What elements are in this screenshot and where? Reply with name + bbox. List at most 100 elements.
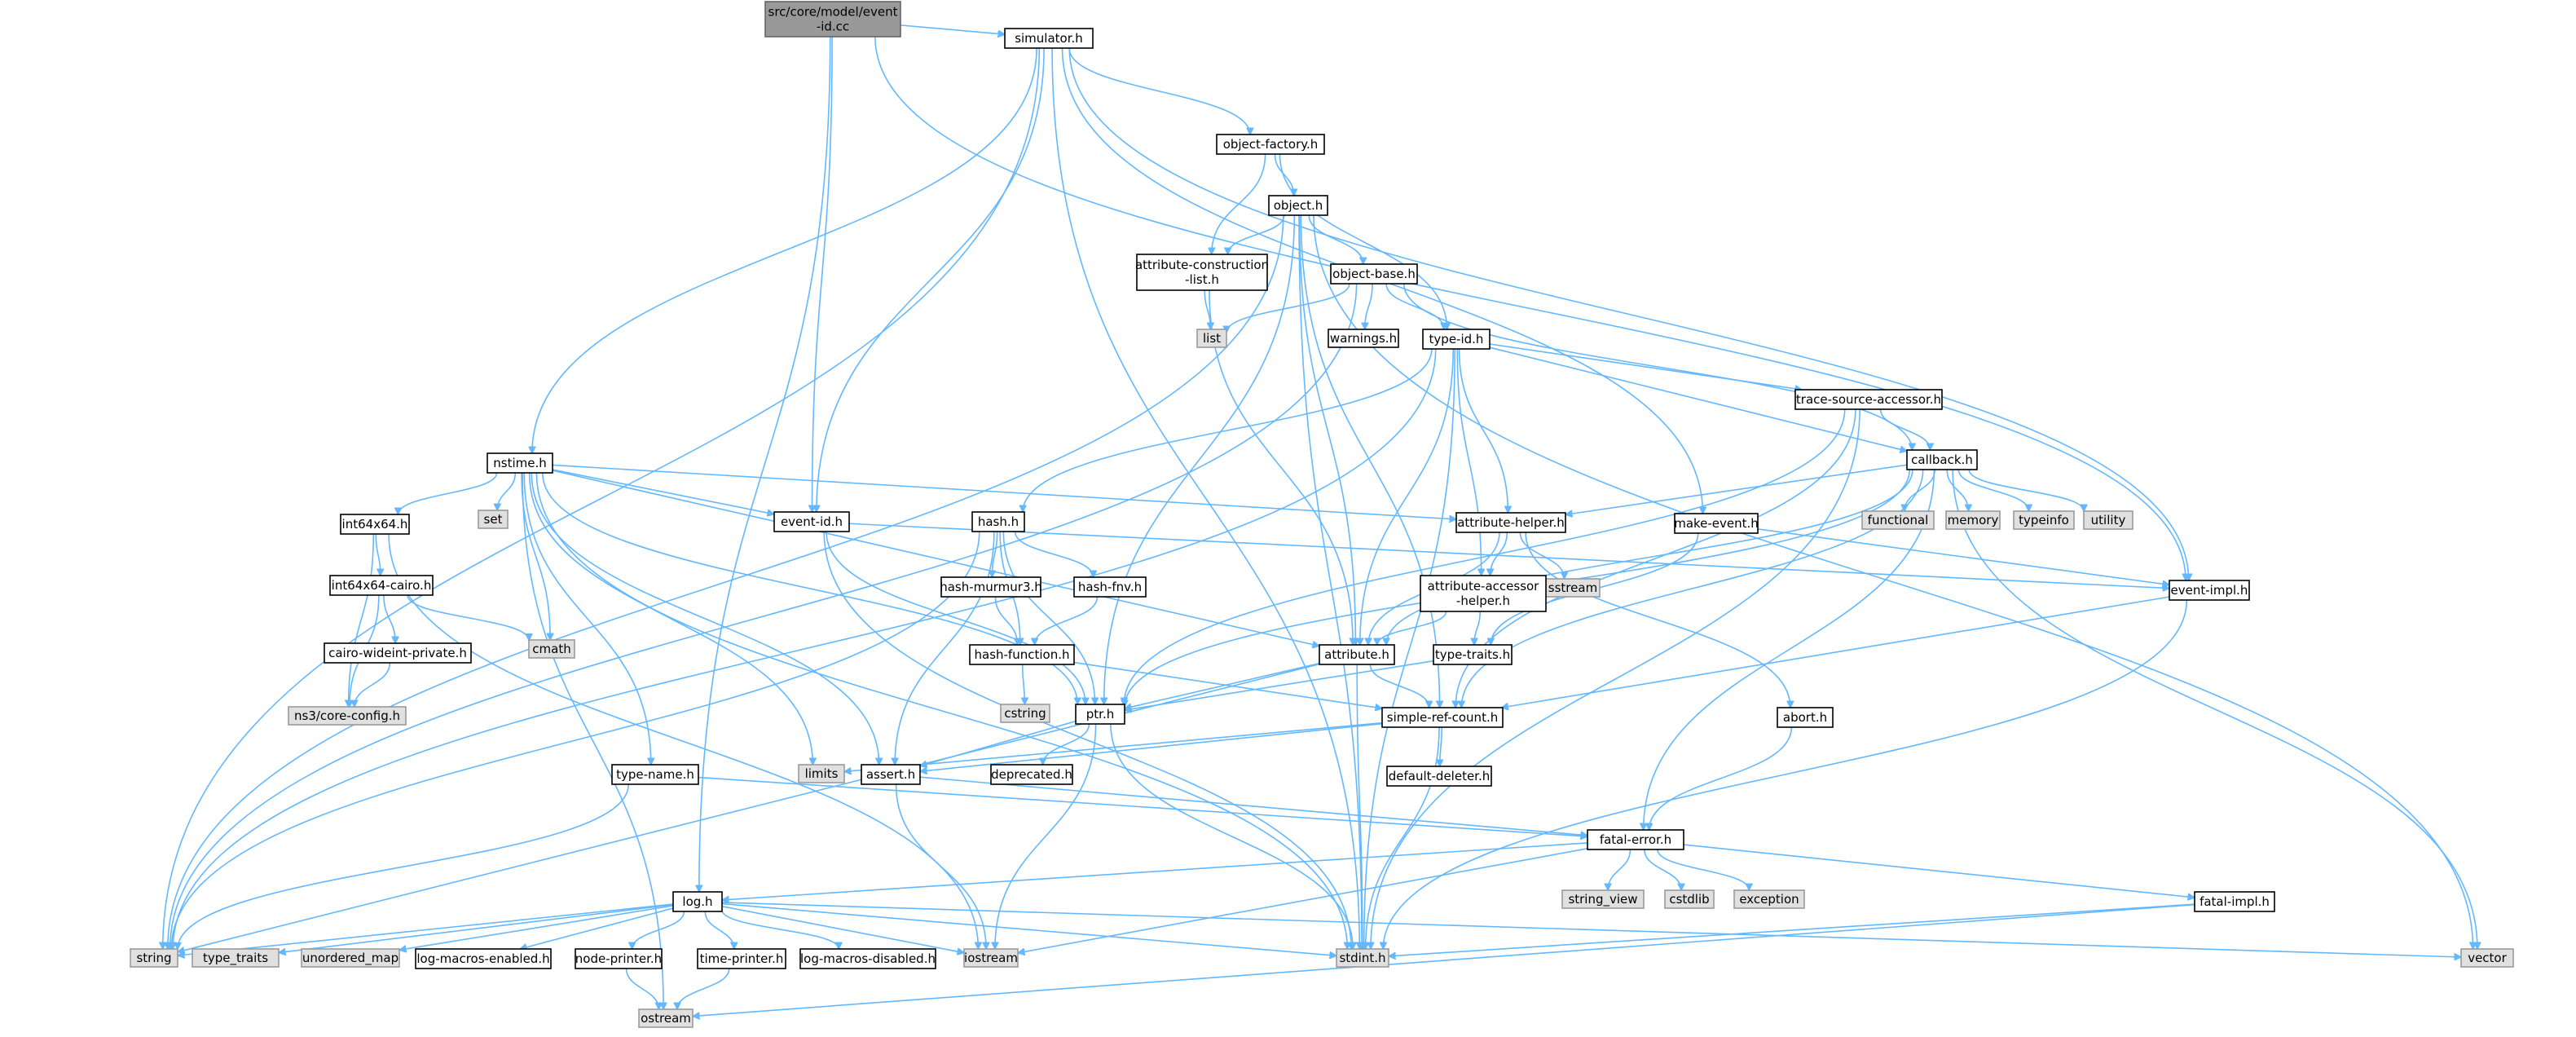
node-box[interactable] bbox=[2460, 948, 2514, 968]
node-type-traits-h[interactable]: type-traits.h bbox=[1433, 644, 1513, 665]
node-box[interactable] bbox=[1674, 513, 1759, 534]
node-iostream[interactable]: iostream bbox=[963, 948, 1019, 968]
node-box[interactable] bbox=[478, 510, 509, 529]
node-box[interactable] bbox=[1386, 766, 1492, 787]
node-object-base[interactable]: object-base.h bbox=[1330, 263, 1418, 285]
node-box[interactable] bbox=[1777, 707, 1834, 728]
node-box[interactable] bbox=[487, 452, 553, 474]
node-ns3-core-config[interactable]: ns3/core-config.h bbox=[288, 706, 407, 726]
node-box[interactable] bbox=[799, 948, 936, 969]
node-attribute[interactable]: attribute.h bbox=[1319, 644, 1395, 665]
node-box[interactable] bbox=[971, 511, 1025, 532]
node-box[interactable] bbox=[1328, 329, 1399, 348]
node-box[interactable] bbox=[1587, 829, 1684, 850]
node-sstream[interactable]: sstream bbox=[1545, 578, 1601, 598]
node-list[interactable]: list bbox=[1196, 329, 1227, 348]
node-box[interactable] bbox=[1906, 449, 1978, 470]
node-deprecated[interactable]: deprecated.h bbox=[990, 764, 1073, 785]
node-box[interactable] bbox=[1794, 389, 1943, 410]
node-hash-function[interactable]: hash-function.h bbox=[969, 644, 1075, 665]
node-box[interactable] bbox=[1336, 948, 1389, 968]
node-box[interactable] bbox=[2169, 580, 2250, 601]
node-box[interactable] bbox=[1561, 889, 1645, 909]
node-box[interactable] bbox=[672, 891, 723, 912]
node-box[interactable] bbox=[1000, 704, 1050, 723]
node-default-deleter[interactable]: default-deleter.h bbox=[1386, 766, 1492, 787]
node-box[interactable] bbox=[2083, 510, 2133, 530]
node-box[interactable] bbox=[329, 575, 434, 596]
node-box[interactable] bbox=[288, 706, 407, 726]
node-simulator[interactable]: simulator.h bbox=[1004, 28, 1094, 49]
node-box[interactable] bbox=[1420, 575, 1547, 612]
node-box[interactable] bbox=[324, 642, 472, 664]
node-event-impl[interactable]: event-impl.h bbox=[2169, 580, 2250, 601]
node-attr-accessor[interactable]: attribute-accessor-helper.h bbox=[1420, 575, 1547, 612]
node-box[interactable] bbox=[1073, 576, 1147, 598]
node-ptr[interactable]: ptr.h bbox=[1075, 704, 1125, 725]
node-stdint[interactable]: stdint.h bbox=[1336, 948, 1389, 968]
node-memory[interactable]: memory bbox=[1945, 510, 2001, 530]
node-hash-fnv[interactable]: hash-fnv.h bbox=[1073, 576, 1147, 598]
node-log-macros-disabled[interactable]: log-macros-disabled.h bbox=[799, 948, 936, 969]
node-string[interactable]: string bbox=[130, 948, 178, 968]
node-string-view[interactable]: string_view bbox=[1561, 889, 1645, 909]
node-functional[interactable]: functional bbox=[1861, 510, 1935, 530]
node-box[interactable] bbox=[1433, 644, 1513, 665]
node-utility[interactable]: utility bbox=[2083, 510, 2133, 530]
node-box[interactable] bbox=[990, 764, 1073, 785]
node-log[interactable]: log.h bbox=[672, 891, 723, 912]
node-box[interactable] bbox=[1422, 329, 1491, 350]
node-cairo-wideint[interactable]: cairo-wideint-private.h bbox=[324, 642, 472, 664]
node-callback[interactable]: callback.h bbox=[1906, 449, 1978, 470]
node-int64x64-cairo[interactable]: int64x64-cairo.h bbox=[329, 575, 434, 596]
node-box[interactable] bbox=[1455, 512, 1566, 533]
node-box[interactable] bbox=[1216, 134, 1325, 155]
node-box[interactable] bbox=[1861, 510, 1935, 530]
node-cmath[interactable]: cmath bbox=[528, 639, 575, 659]
node-box[interactable] bbox=[528, 639, 575, 659]
node-cstdlib[interactable]: cstdlib bbox=[1664, 889, 1715, 909]
node-box[interactable] bbox=[963, 948, 1019, 968]
node-fatal-impl[interactable]: fatal-impl.h bbox=[2194, 891, 2275, 912]
node-simple-ref[interactable]: simple-ref-count.h bbox=[1381, 707, 1504, 728]
node-box[interactable] bbox=[130, 948, 178, 968]
node-box[interactable] bbox=[940, 576, 1041, 598]
node-root[interactable]: src/core/model/event-id.cc bbox=[764, 1, 901, 38]
node-box[interactable] bbox=[2013, 510, 2075, 530]
node-abort[interactable]: abort.h bbox=[1777, 707, 1834, 728]
node-hash-murmur3[interactable]: hash-murmur3.h bbox=[940, 576, 1042, 598]
node-cstring[interactable]: cstring bbox=[1000, 704, 1050, 723]
node-box[interactable] bbox=[1381, 707, 1504, 728]
node-limits[interactable]: limits bbox=[798, 764, 845, 783]
node-type-name[interactable]: type-name.h bbox=[611, 764, 699, 785]
node-assert[interactable]: assert.h bbox=[861, 764, 921, 785]
node-box[interactable] bbox=[415, 948, 552, 969]
node-unordered-map[interactable]: unordered_map bbox=[301, 948, 400, 968]
node-attr-helper[interactable]: attribute-helper.h bbox=[1455, 512, 1566, 533]
node-warnings[interactable]: warnings.h bbox=[1328, 329, 1399, 348]
node-box[interactable] bbox=[1319, 644, 1395, 665]
node-object-factory[interactable]: object-factory.h bbox=[1216, 134, 1325, 155]
node-box[interactable] bbox=[611, 764, 699, 785]
node-box[interactable] bbox=[697, 948, 786, 969]
node-box[interactable] bbox=[638, 1008, 694, 1028]
node-box[interactable] bbox=[301, 948, 400, 968]
node-box[interactable] bbox=[764, 1, 901, 38]
node-type-id[interactable]: type-id.h bbox=[1422, 329, 1491, 350]
node-box[interactable] bbox=[798, 764, 845, 783]
node-object[interactable]: object.h bbox=[1268, 195, 1328, 216]
node-fatal-error[interactable]: fatal-error.h bbox=[1587, 829, 1684, 850]
node-box[interactable] bbox=[1004, 28, 1094, 49]
node-make-event[interactable]: make-event.h bbox=[1674, 513, 1759, 534]
node-box[interactable] bbox=[2194, 891, 2275, 912]
node-typeinfo[interactable]: typeinfo bbox=[2013, 510, 2075, 530]
node-vector[interactable]: vector bbox=[2460, 948, 2514, 968]
node-box[interactable] bbox=[861, 764, 921, 785]
node-box[interactable] bbox=[1664, 889, 1715, 909]
node-box[interactable] bbox=[1268, 195, 1328, 216]
node-nstime[interactable]: nstime.h bbox=[487, 452, 553, 474]
node-int64x64[interactable]: int64x64.h bbox=[340, 514, 410, 535]
node-log-macros-enabled[interactable]: log-macros-enabled.h bbox=[415, 948, 552, 969]
node-box[interactable] bbox=[340, 514, 410, 535]
node-type-traits[interactable]: type_traits bbox=[192, 948, 280, 968]
